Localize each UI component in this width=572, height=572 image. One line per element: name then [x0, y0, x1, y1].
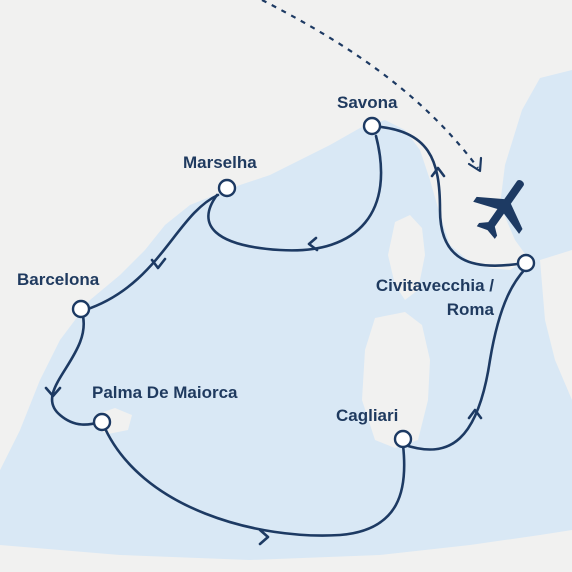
port-marker-palma [92, 412, 112, 432]
chevron-arrow-icon [150, 257, 167, 270]
route-palma-cagliari [101, 422, 406, 537]
port-label-barcelona: Barcelona [17, 270, 100, 289]
port-markers [71, 116, 536, 449]
port-marker-cagliari [393, 429, 413, 449]
land-sardinia [362, 312, 430, 448]
chevron-arrow-icon [467, 408, 483, 420]
port-marker-savona [362, 116, 382, 136]
route-cagliari-civitavecchia [403, 266, 528, 451]
land-italy-south [540, 250, 572, 400]
port-label-savona: Savona [337, 93, 398, 112]
airplane-icon [473, 180, 524, 239]
route-civitavecchia-savona [370, 124, 526, 267]
port-label-marselha: Marselha [183, 153, 257, 172]
port-marker-barcelona [71, 299, 91, 319]
route-savona-marselha [207, 134, 383, 252]
chevron-arrow-icon [430, 166, 446, 178]
land-iberia [0, 430, 20, 470]
chevron-arrow-icon [307, 236, 319, 252]
route-marselha-barcelona [83, 193, 220, 312]
port-label-civitavecchia-line2: Roma [446, 300, 494, 319]
flight-arrow-icon [467, 156, 483, 173]
port-marker-marselha [217, 178, 237, 198]
route-barcelona-palma [50, 310, 102, 426]
route-lines [50, 124, 528, 537]
direction-arrows [44, 166, 483, 546]
port-label-civitavecchia-line1: Civitavecchia / [375, 276, 494, 295]
land-europe [0, 0, 572, 470]
port-marker-civitavecchia [516, 253, 536, 273]
chevron-arrow-icon [258, 528, 270, 546]
chevron-arrow-icon [44, 386, 62, 398]
port-label-palma: Palma De Maiorca [92, 383, 238, 402]
port-label-cagliari: Cagliari [336, 406, 399, 425]
land-corsica [388, 215, 425, 300]
flight-path [261, 0, 479, 169]
land-africa [0, 530, 572, 572]
